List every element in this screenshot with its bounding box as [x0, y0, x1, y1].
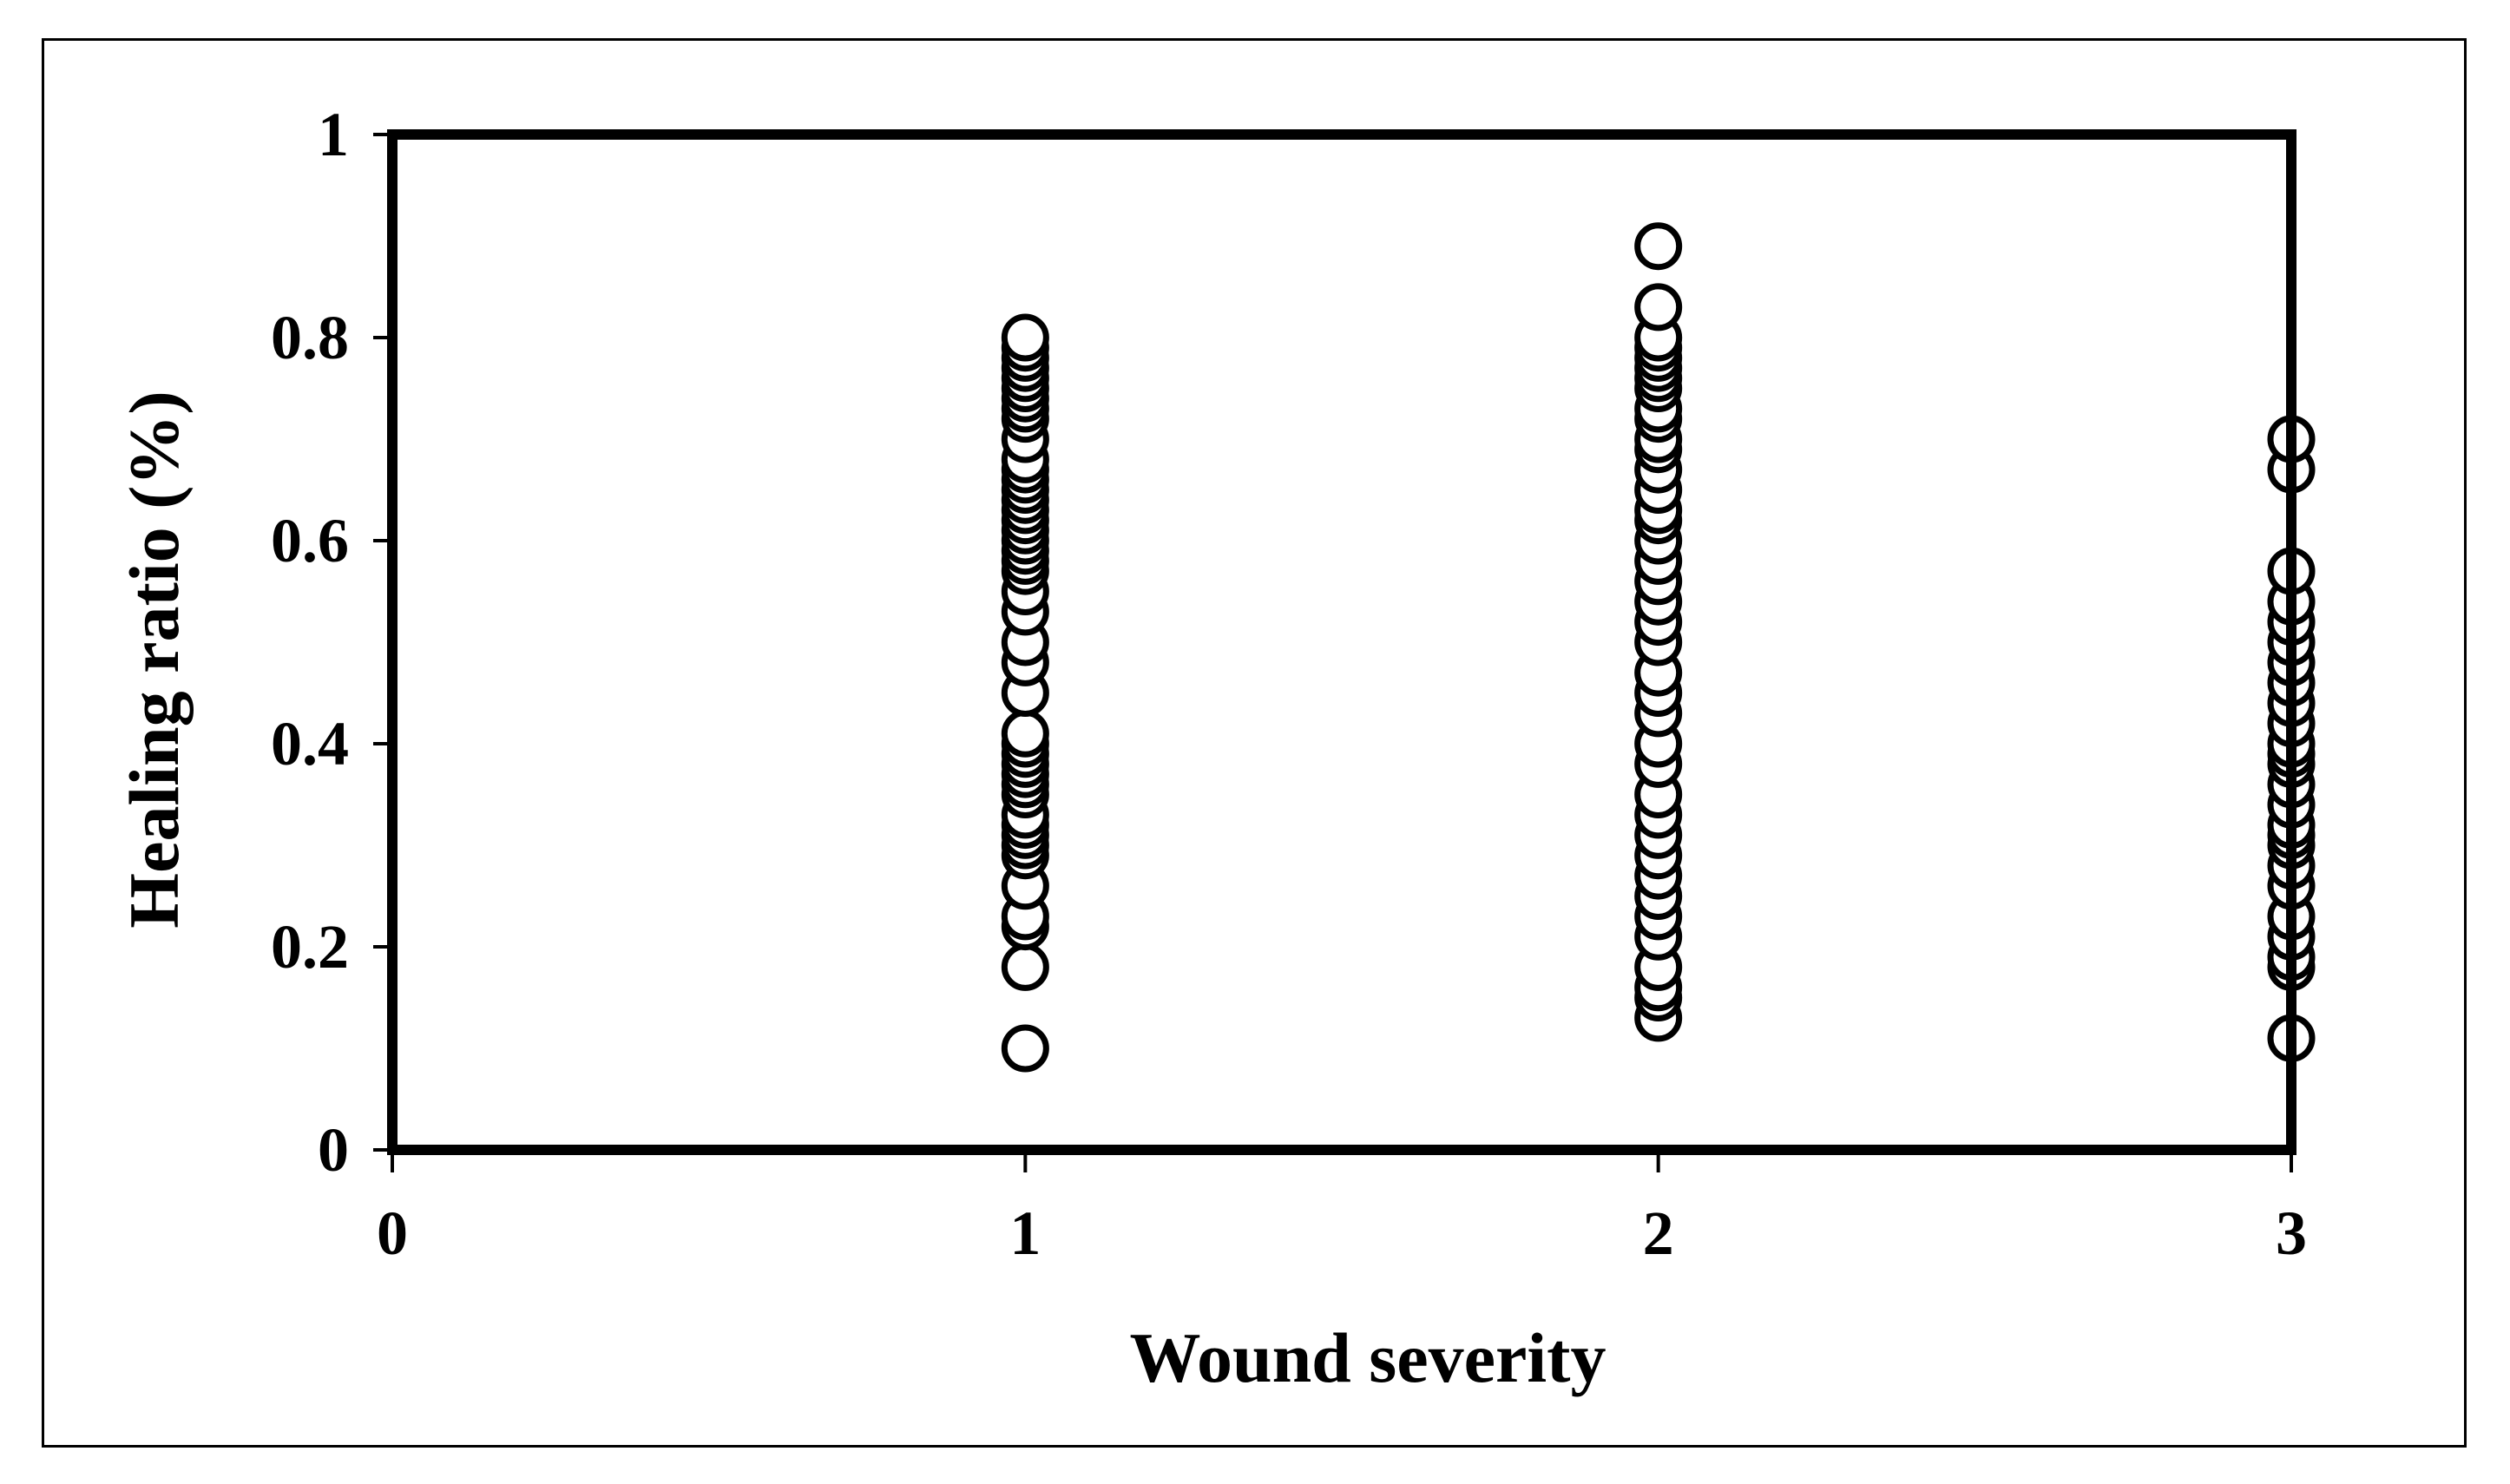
chart-frame	[42, 38, 2467, 1448]
axis-ticks	[373, 133, 2293, 1172]
y-tick-label: 0	[318, 1115, 349, 1185]
y-tick-label: 0.6	[271, 506, 349, 575]
data-point	[1001, 1024, 1049, 1073]
x-axis-title: Wound severity	[1130, 1318, 1607, 1397]
data-point	[1001, 709, 1049, 758]
plot-area-border	[387, 129, 2296, 1155]
data-points	[1001, 222, 2316, 1073]
y-tick-label: 0.8	[271, 303, 349, 372]
data-point	[1001, 942, 1049, 991]
x-tick-label: 1	[1009, 1198, 1041, 1268]
y-tick-label: 0.2	[271, 912, 349, 982]
x-tick-label: 3	[2276, 1198, 2307, 1268]
x-tick-label: 2	[1643, 1198, 1674, 1268]
data-point	[1001, 313, 1049, 362]
y-tick-label: 0.4	[271, 709, 349, 778]
data-point	[1634, 283, 1683, 332]
tick-labels: 0 0.2 0.4 0.6 0.8 1 0 1 2 3	[271, 100, 2307, 1268]
y-axis-title: Healing ratio (%)	[115, 391, 194, 928]
data-point	[1634, 222, 1683, 271]
x-tick-label: 0	[377, 1198, 408, 1268]
y-tick-label: 1	[318, 100, 349, 169]
